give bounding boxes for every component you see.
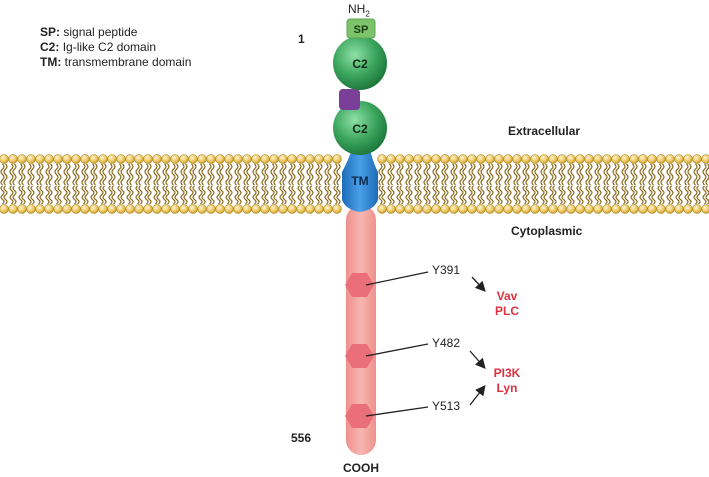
y391-connector <box>365 271 429 286</box>
partner-lyn: Lyn <box>496 381 518 395</box>
cytoplasmic-tail <box>346 205 376 455</box>
linker-domain <box>339 89 360 110</box>
lipid-bilayer <box>0 154 709 214</box>
partner-plc: PLC <box>495 304 519 318</box>
legend: SP: signal peptide C2: Ig-like C2 domain… <box>40 25 191 70</box>
partner-pi3k: PI3K <box>493 366 521 380</box>
tyrosine-y482-hexagon <box>345 344 374 368</box>
legend-item-c2: C2: Ig-like C2 domain <box>40 40 157 54</box>
y391-arrow <box>471 276 486 292</box>
tyrosine-y513-hexagon <box>345 404 374 428</box>
c2-domain-lower <box>333 101 387 155</box>
y482-arrow <box>469 350 486 369</box>
y513-arrow <box>469 384 486 406</box>
legend-item-tm: TM: transmembrane domain <box>40 55 192 69</box>
tyrosine-y391-hexagon <box>345 273 374 297</box>
residue-end-label: 556 <box>291 431 312 445</box>
extracellular-label: Extracellular <box>508 124 581 138</box>
tm-domain <box>342 150 378 212</box>
partner-vav: Vav <box>496 289 518 303</box>
y513-label: Y513 <box>432 399 461 413</box>
y513-connector <box>365 406 429 417</box>
sp-label: SP <box>354 24 369 36</box>
tm-label: TM <box>351 174 368 188</box>
partner-group-2: PI3K Lyn <box>487 366 527 396</box>
y482-connector <box>365 343 429 357</box>
y482-label: Y482 <box>432 336 461 350</box>
c2-domain-upper <box>333 36 387 90</box>
residue-start-label: 1 <box>298 32 305 46</box>
partner-group-1: Vav PLC <box>487 289 527 319</box>
c2-lower-label: C2 <box>352 122 368 136</box>
n-terminus-label: NH2 <box>348 2 370 19</box>
c2-upper-label: C2 <box>352 57 368 71</box>
cytoplasmic-label: Cytoplasmic <box>511 224 583 238</box>
legend-item-sp: SP: signal peptide <box>40 25 138 39</box>
y391-label: Y391 <box>432 263 461 277</box>
signal-peptide <box>346 18 376 39</box>
c-terminus-label: COOH <box>343 461 379 475</box>
